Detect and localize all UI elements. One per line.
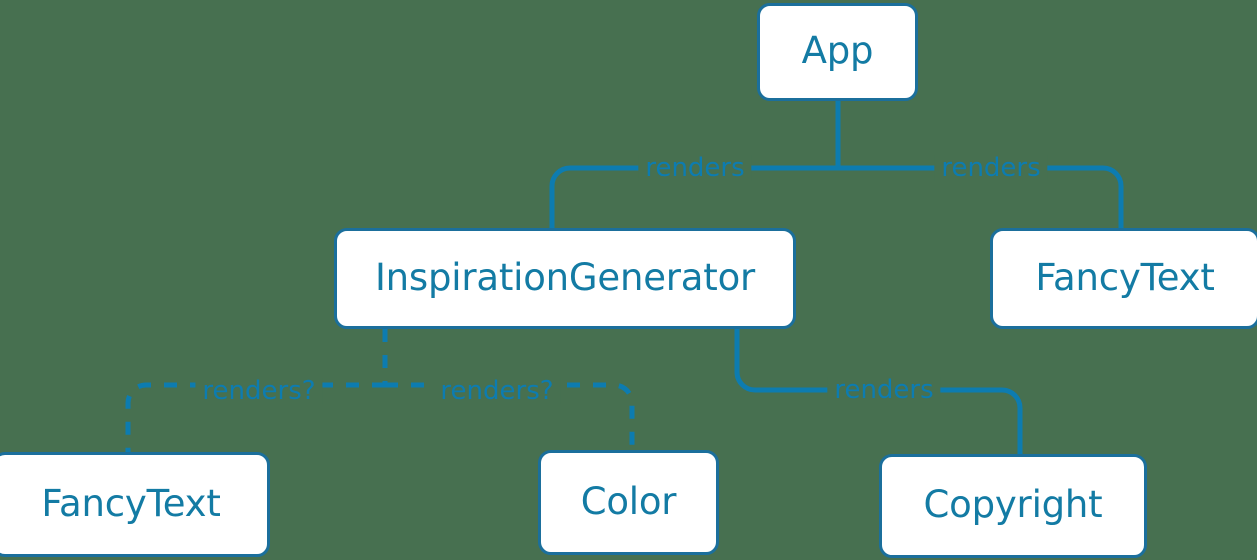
edge-app-fancytext-line (838, 165, 1124, 228)
node-app-label: App (801, 29, 874, 72)
node-color-label: Color (580, 479, 677, 523)
node-inspiration-generator[interactable]: InspirationGenerator (334, 228, 796, 329)
node-fancytext-right-label: FancyText (1035, 255, 1215, 299)
node-copyright-label: Copyright (923, 483, 1103, 526)
node-fancytext-left-label: FancyText (41, 481, 221, 525)
edge-app-inspiration-line (549, 165, 838, 228)
edge-label-inspiration-color: renders? (433, 378, 561, 404)
edge-inspiration-fancytext-line (125, 382, 385, 452)
edge-label-app-fancytext: renders (934, 155, 1048, 181)
edge-inspiration-color-line (385, 382, 635, 450)
node-color[interactable]: Color (538, 450, 719, 555)
edge-label-app-inspiration: renders (638, 155, 752, 181)
edge-label-inspiration-copyright: renders (827, 377, 941, 403)
edge-label-inspiration-fancytext: renders? (195, 378, 323, 404)
node-copyright[interactable]: Copyright (879, 454, 1147, 558)
node-app[interactable]: App (757, 3, 918, 101)
node-fancytext-right[interactable]: FancyText (990, 228, 1257, 329)
node-inspiration-generator-label: InspirationGenerator (374, 255, 756, 299)
node-fancytext-left[interactable]: FancyText (0, 452, 270, 557)
